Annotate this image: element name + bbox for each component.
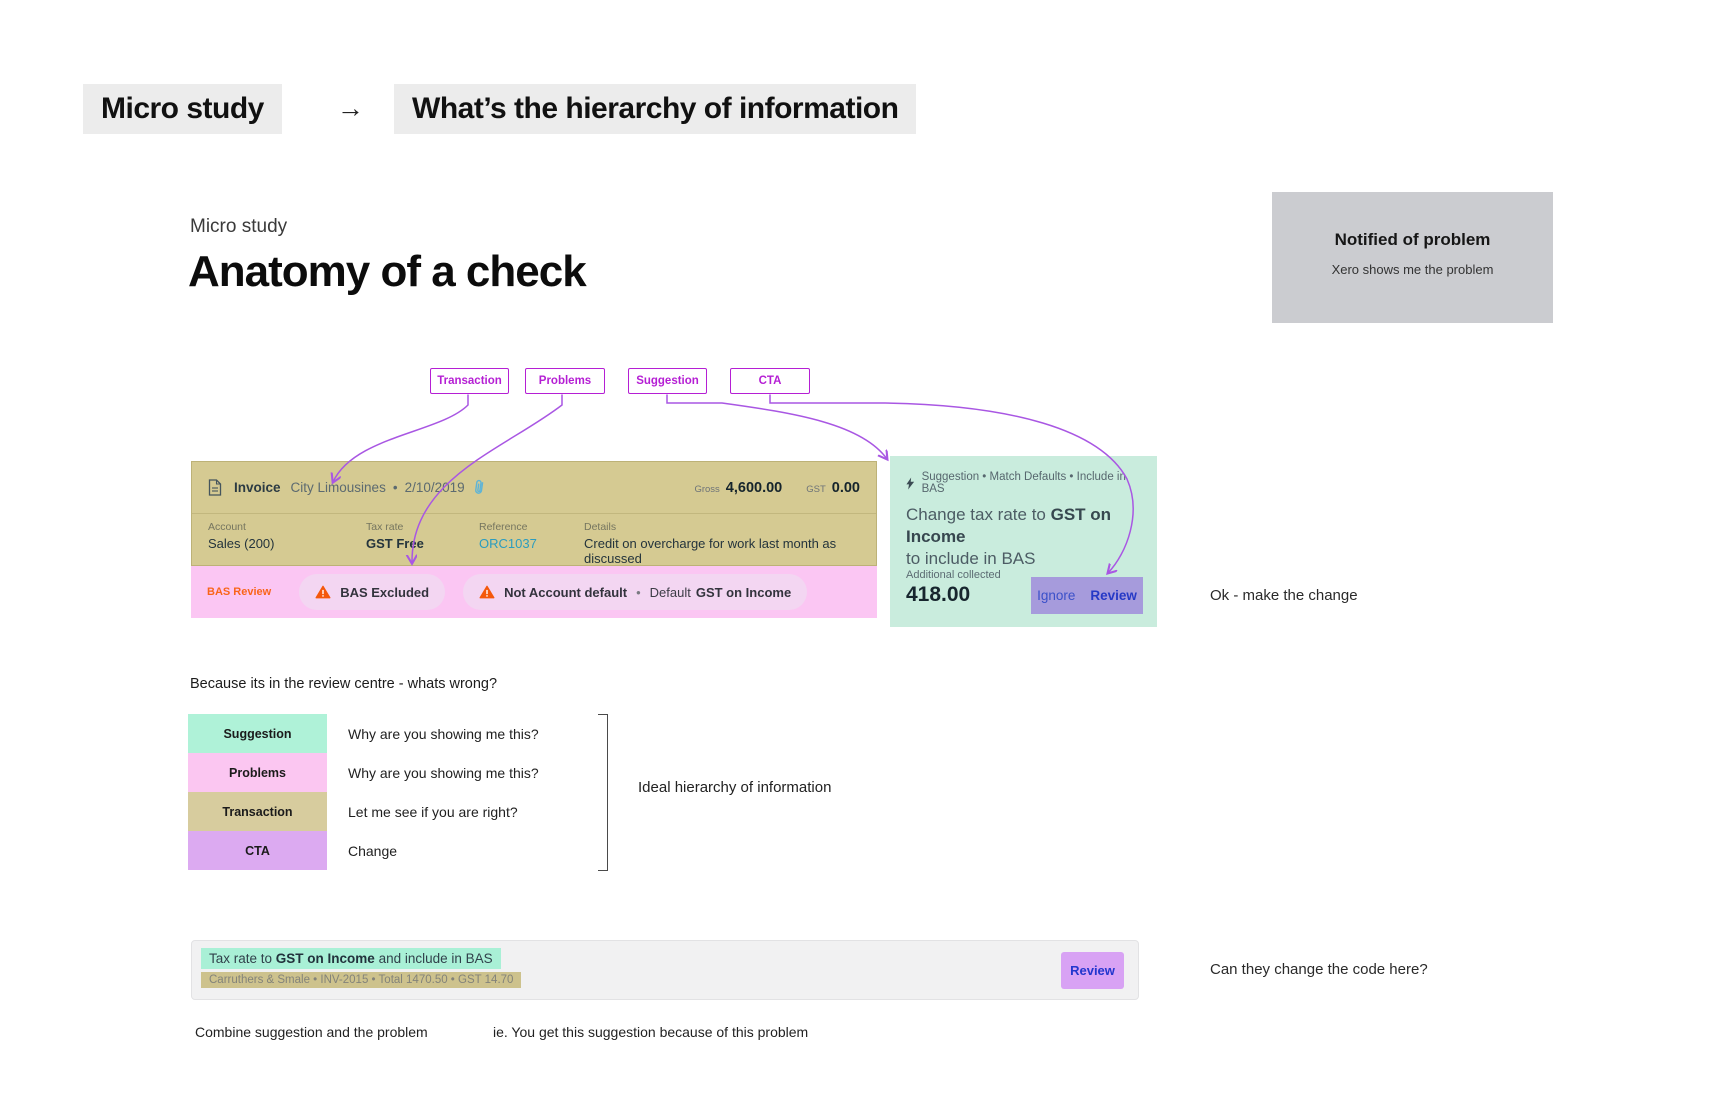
callout-suggestion: Suggestion [628,368,707,394]
callout-transaction: Transaction [430,368,509,394]
bas-review-tag: BAS Review [207,586,272,598]
header-arrow-icon: → [337,93,364,123]
hierarchy-bracket [598,714,608,871]
legend-row-suggestion: Suggestion [188,714,327,753]
field-reference-label: Reference [479,521,528,533]
default-taxrate-label: GST on Income [695,584,792,600]
hierarchy-intro: Because its in the review centre - whats… [190,676,498,692]
header-tag-label: Micro study [101,92,264,125]
notified-card-title: Notified of problem [1334,230,1491,249]
legend-row-cta: CTA [188,831,327,870]
legend-row-transaction: Transaction [188,792,327,831]
document-icon [208,479,222,496]
combined-text-bold: GST on Income [275,951,375,966]
callout-transaction-label: Transaction [437,375,502,387]
field-account-value: Sales (200) [208,536,275,551]
field-details-label: Details [584,521,617,533]
bas-review-row: BAS Review BAS Excluded Not Account defa… [191,566,877,618]
page-title: Anatomy of a check [188,247,587,296]
suggestion-text: Change tax rate to GST on Income to incl… [906,504,1141,570]
combined-transaction-meta: Carruthers & Smale • INV-2015 • Total 14… [201,972,522,988]
study-eyebrow: Micro study [190,216,288,237]
hierarchy-bracket-label: Ideal hierarchy of information [638,779,832,796]
invoice-contact: City Limousines [290,480,386,495]
bas-excluded-pill[interactable]: BAS Excluded [299,574,446,610]
additional-collected-value: 418.00 [906,583,971,606]
suggestion-meta-text: Suggestion • Match Defaults • Include in… [921,471,1126,495]
note-ie: ie. You get this suggestion because of t… [493,1024,809,1040]
gst-label: GST [806,483,826,495]
combined-suggestion-bar: Tax rate to GST on Income and include in… [191,940,1139,1000]
lightning-icon [906,477,915,489]
header-tag: Micro study [83,84,282,134]
invoice-date: 2/10/2019 [404,480,465,495]
field-account: Account Sales (200) [208,521,366,566]
notified-card-subtitle: Xero shows me the problem [1331,262,1494,277]
legend-cta-label: CTA [245,843,270,858]
callout-suggestion-label: Suggestion [636,375,699,387]
warning-icon [479,585,495,599]
callout-cta-label: CTA [758,375,782,387]
gross-label: Gross [694,483,720,495]
field-taxrate-value: GST Free [366,536,424,551]
question-problems: Why are you showing me this? [348,765,539,781]
callout-cta: CTA [730,368,810,394]
combined-suggestion-text: Tax rate to GST on Income and include in… [201,948,501,969]
bas-excluded-label: BAS Excluded [340,584,430,600]
suggestion-text-prefix: Change tax rate to [906,505,1051,524]
invoice-header-row: Invoice City Limousines • 2/10/2019 Gros… [192,462,876,514]
legend-suggestion-label: Suggestion [223,726,292,741]
pill-sep: • [636,584,641,600]
field-reference-link[interactable]: ORC1037 [479,536,537,551]
ignore-button[interactable]: Ignore [1037,588,1076,603]
field-taxrate-label: Tax rate [366,521,404,533]
legend-problems-label: Problems [229,765,286,780]
not-account-default-pill[interactable]: Not Account default • Default GST on Inc… [463,574,808,610]
combined-review-button[interactable]: Review [1061,952,1124,989]
invoice-fields-row: Account Sales (200) Tax rate GST Free Re… [192,514,876,566]
question-transaction: Let me see if you are right? [348,804,518,820]
legend-transaction-label: Transaction [222,804,293,819]
callout-problems: Problems [525,368,605,394]
not-account-default-label: Not Account default [504,584,628,600]
field-account-label: Account [208,521,246,533]
suggestion-text-line2: to include in BAS [906,549,1036,568]
cta-highlight-overlay: Ignore Review [1031,577,1143,614]
suggestion-card: Suggestion • Match Defaults • Include in… [890,456,1157,627]
gst-value: 0.00 [831,479,860,496]
review-button[interactable]: Review [1090,588,1137,603]
field-details: Details Credit on overcharge for work la… [584,521,860,566]
combined-text-suffix: and include in BAS [374,951,493,966]
invoice-card: Invoice City Limousines • 2/10/2019 Gros… [191,461,877,566]
note-make-change: Ok - make the change [1210,587,1358,604]
field-details-value: Credit on overcharge for work last month… [584,536,837,566]
additional-collected-label: Additional collected [906,569,1001,581]
default-label: Default [649,584,691,600]
paperclip-icon[interactable] [471,477,486,497]
field-taxrate: Tax rate GST Free [366,521,479,566]
field-reference: Reference ORC1037 [479,521,584,566]
suggestion-meta-row: Suggestion • Match Defaults • Include in… [906,471,1141,495]
legend-row-problems: Problems [188,753,327,792]
warning-icon [315,585,331,599]
invoice-sep: • [392,480,398,495]
header-title: What’s the hierarchy of information [394,84,917,134]
gross-value: 4,600.00 [725,479,783,496]
header-title-label: What’s the hierarchy of information [412,92,899,125]
note-combine: Combine suggestion and the problem [195,1024,428,1040]
note-change-code: Can they change the code here? [1210,961,1428,978]
question-cta: Change [348,843,398,859]
invoice-type: Invoice [234,480,281,495]
combined-text-prefix: Tax rate to [209,951,276,966]
question-suggestion: Why are you showing me this? [348,726,539,742]
notified-card: Notified of problem Xero shows me the pr… [1272,192,1553,323]
arrow-suggestion [666,394,887,459]
callout-problems-label: Problems [538,375,592,387]
